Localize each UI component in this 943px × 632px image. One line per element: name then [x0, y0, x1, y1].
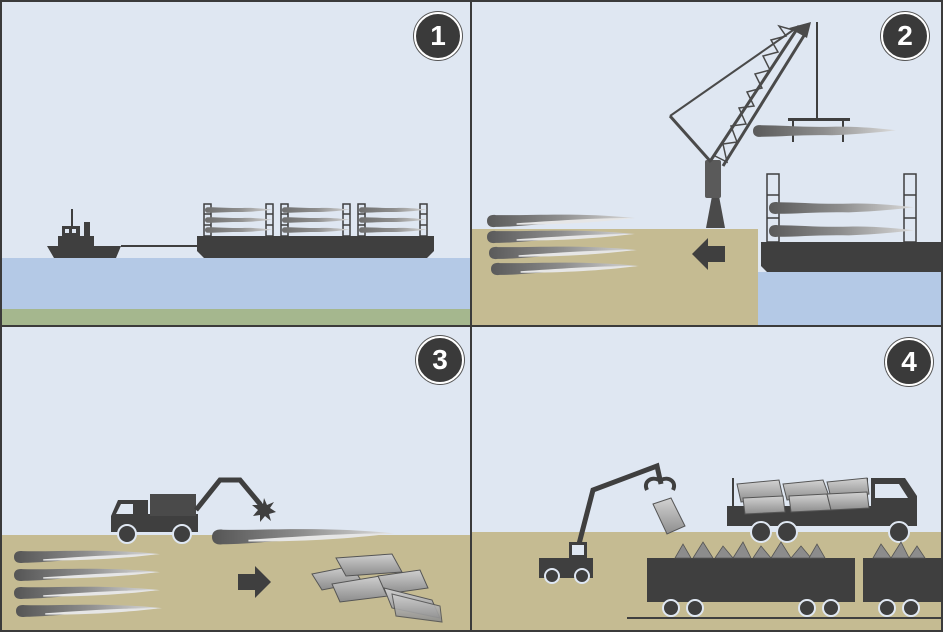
turbine-blade-icon [205, 207, 427, 233]
panel-1-transport-by-barge: 1 [0, 0, 471, 326]
step-badge: 3 [416, 336, 464, 384]
panel-3-cut-into-pieces: 3 [0, 326, 471, 632]
step-badge: 4 [885, 338, 933, 386]
step-badge: 1 [414, 12, 462, 60]
step-badge: 2 [881, 12, 929, 60]
panel-4-load-for-recycling: 4 [471, 326, 943, 632]
blade-pieces-icon [736, 477, 870, 515]
panel-2-unload-by-crane: 2 [471, 0, 943, 326]
